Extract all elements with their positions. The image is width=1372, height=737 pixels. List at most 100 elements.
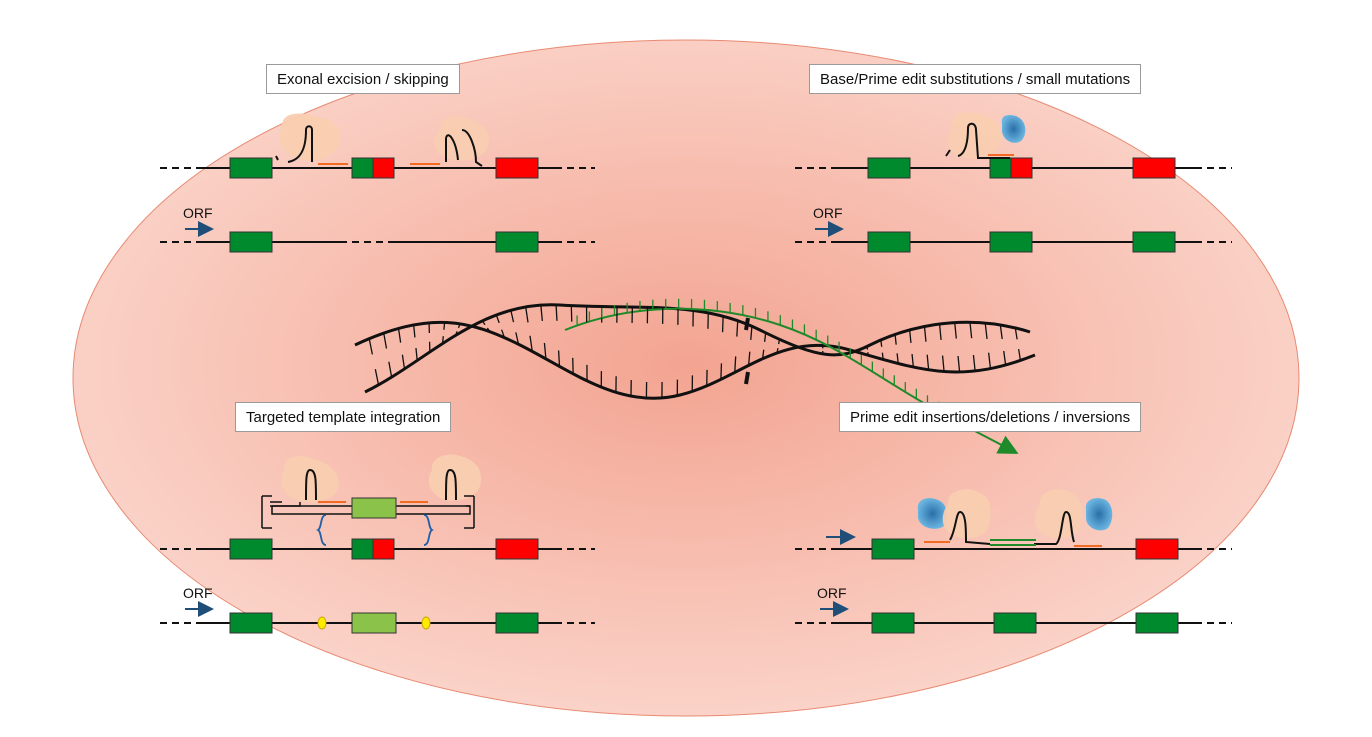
helix-rung (720, 363, 723, 380)
helix-rung (880, 339, 883, 347)
homology-bracket-right (423, 514, 435, 546)
dna-double-helix-icon (354, 298, 1036, 454)
exon-mutant-split (989, 157, 1012, 179)
helix-rung (374, 369, 380, 386)
helix-rung (397, 328, 402, 343)
helix-rung (747, 351, 751, 366)
exon-normal (229, 157, 273, 179)
helix-rung (441, 336, 444, 344)
exon-normal (989, 231, 1033, 253)
helix-rung (926, 354, 930, 370)
helix-rung (443, 322, 446, 330)
helix-rung (401, 354, 406, 370)
helix-rung (999, 324, 1003, 340)
exon-normal (495, 612, 539, 634)
helix-rung (543, 342, 547, 359)
cas-protein-icon (1034, 489, 1083, 539)
recombination-site-icon (317, 616, 327, 630)
exon-mutant (495, 157, 539, 179)
orf-label: ORF (817, 585, 847, 601)
exon-mutant-split (372, 157, 395, 179)
helix-rung (454, 331, 458, 336)
panel-targeted-template-integration (160, 454, 595, 634)
helix-rung (415, 347, 418, 361)
helix-rung (763, 332, 767, 342)
cas-protein-icon (279, 113, 341, 161)
helix-rung (938, 323, 942, 340)
panel-prime-edit-indels (795, 489, 1232, 634)
template-insert (351, 497, 397, 519)
orf-label: ORF (813, 205, 843, 221)
helix-rung (911, 354, 914, 368)
helix-rung (923, 326, 927, 342)
helix-rung (495, 314, 500, 324)
helix-rung (776, 348, 779, 354)
effector-domain-icon (1085, 498, 1113, 531)
effector-domain-icon (917, 498, 948, 529)
exon-normal (871, 538, 915, 560)
orf-label: ORF (183, 585, 213, 601)
exon-mutant (1135, 538, 1179, 560)
helix-rung (894, 334, 897, 345)
helix-rung (1014, 327, 1018, 340)
helix-rung (957, 355, 961, 372)
exon-normal (867, 157, 911, 179)
panel-title-exonal-excision: Exonal excision / skipping (266, 64, 460, 94)
helix-rung (368, 338, 374, 355)
exon-normal (229, 538, 273, 560)
helix-rung (987, 352, 992, 369)
homology-bracket-left (315, 514, 327, 546)
orf-label: ORF (183, 205, 213, 221)
exon-mutant-split (351, 538, 374, 560)
helix-rung (941, 355, 945, 372)
helix-rung (954, 322, 957, 339)
helix-rung (1003, 350, 1007, 366)
cas-protein-icon (948, 112, 1002, 159)
helix-rung (881, 352, 884, 360)
exon-normal (1132, 231, 1176, 253)
exon-mutant (495, 538, 539, 560)
exon-normal (871, 612, 915, 634)
helix-rung (896, 353, 899, 364)
helix-rung (529, 335, 533, 352)
helix-rung (750, 326, 753, 340)
helix-rung (388, 361, 393, 378)
helix-rung (525, 306, 529, 323)
effector-domain-icon (1001, 114, 1026, 143)
exon-mutant (1132, 157, 1176, 179)
helix-rung (762, 349, 765, 359)
helix-rung (972, 354, 976, 372)
helix-rung (457, 323, 461, 329)
exon-mutant-split (372, 538, 395, 560)
panel-title-prime-edit-indels: Prime edit insertions/deletions / invers… (839, 402, 1142, 432)
exon-mutant-split (351, 157, 374, 179)
helix-rung (501, 329, 506, 338)
helix-rung (481, 320, 486, 326)
panel-exonal-excision (160, 113, 595, 253)
helix-rung (515, 332, 520, 345)
helix-rung (984, 322, 988, 340)
exon-normal (495, 231, 539, 253)
helix-rung (557, 350, 561, 367)
panel-base-prime-substitutions (795, 112, 1232, 253)
helix-rung (486, 327, 491, 333)
helix-rung (969, 322, 973, 339)
helix-rung (413, 324, 416, 338)
exon-mutant-split (1010, 157, 1033, 179)
helix-rung (777, 339, 781, 345)
exon-normal (229, 231, 273, 253)
helix-rung (721, 316, 724, 333)
helix-rung (383, 333, 388, 349)
helix-rung (510, 310, 515, 323)
template-insert (351, 612, 397, 634)
helix-rung (736, 320, 739, 337)
helix-rung (909, 329, 912, 344)
helix-rung (540, 304, 543, 322)
panel-title-template-integration: Targeted template integration (235, 402, 452, 432)
helix-rung (555, 304, 558, 321)
recombination-site-icon (421, 616, 431, 630)
cas-protein-icon (281, 456, 339, 503)
panel-title-base-prime-substitutions: Base/Prime edit substitutions / small mu… (809, 64, 1142, 94)
exon-normal (229, 612, 273, 634)
